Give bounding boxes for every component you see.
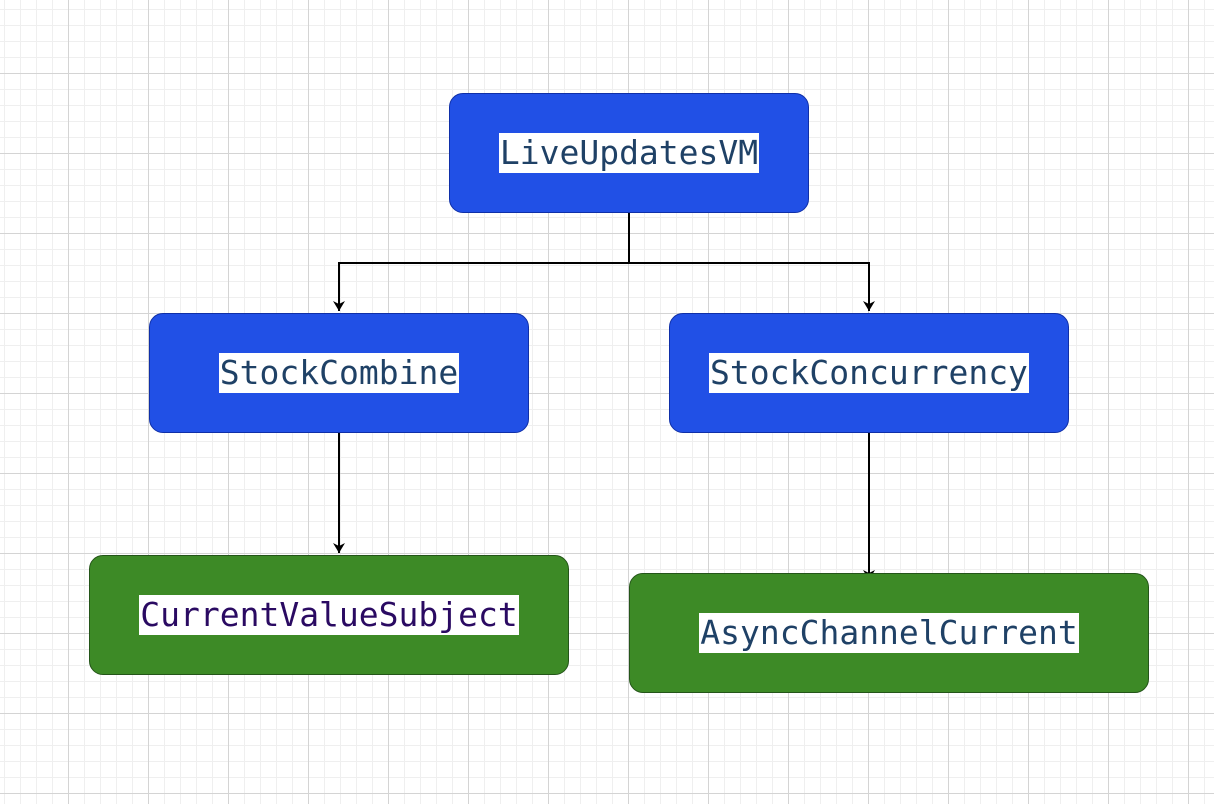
node-stockcombine[interactable]: StockCombine [149,313,529,433]
node-stockconcurrency-label: StockConcurrency [709,353,1029,393]
node-asyncchannelcurrent[interactable]: AsyncChannelCurrent [629,573,1149,693]
edge-liveupdatesvm-to-stockcombine [333,213,630,311]
node-stockcombine-label: StockCombine [218,353,460,393]
node-currentvaluesubject-label: CurrentValueSubject [139,595,519,635]
node-liveupdatesvm-label: LiveUpdatesVM [498,133,760,173]
node-stockconcurrency[interactable]: StockConcurrency [669,313,1069,433]
node-asyncchannelcurrent-label: AsyncChannelCurrent [699,613,1079,653]
node-currentvaluesubject[interactable]: CurrentValueSubject [89,555,569,675]
edge-liveupdatesvm-to-stockconcurrency [629,262,875,311]
node-liveupdatesvm[interactable]: LiveUpdatesVM [449,93,809,213]
